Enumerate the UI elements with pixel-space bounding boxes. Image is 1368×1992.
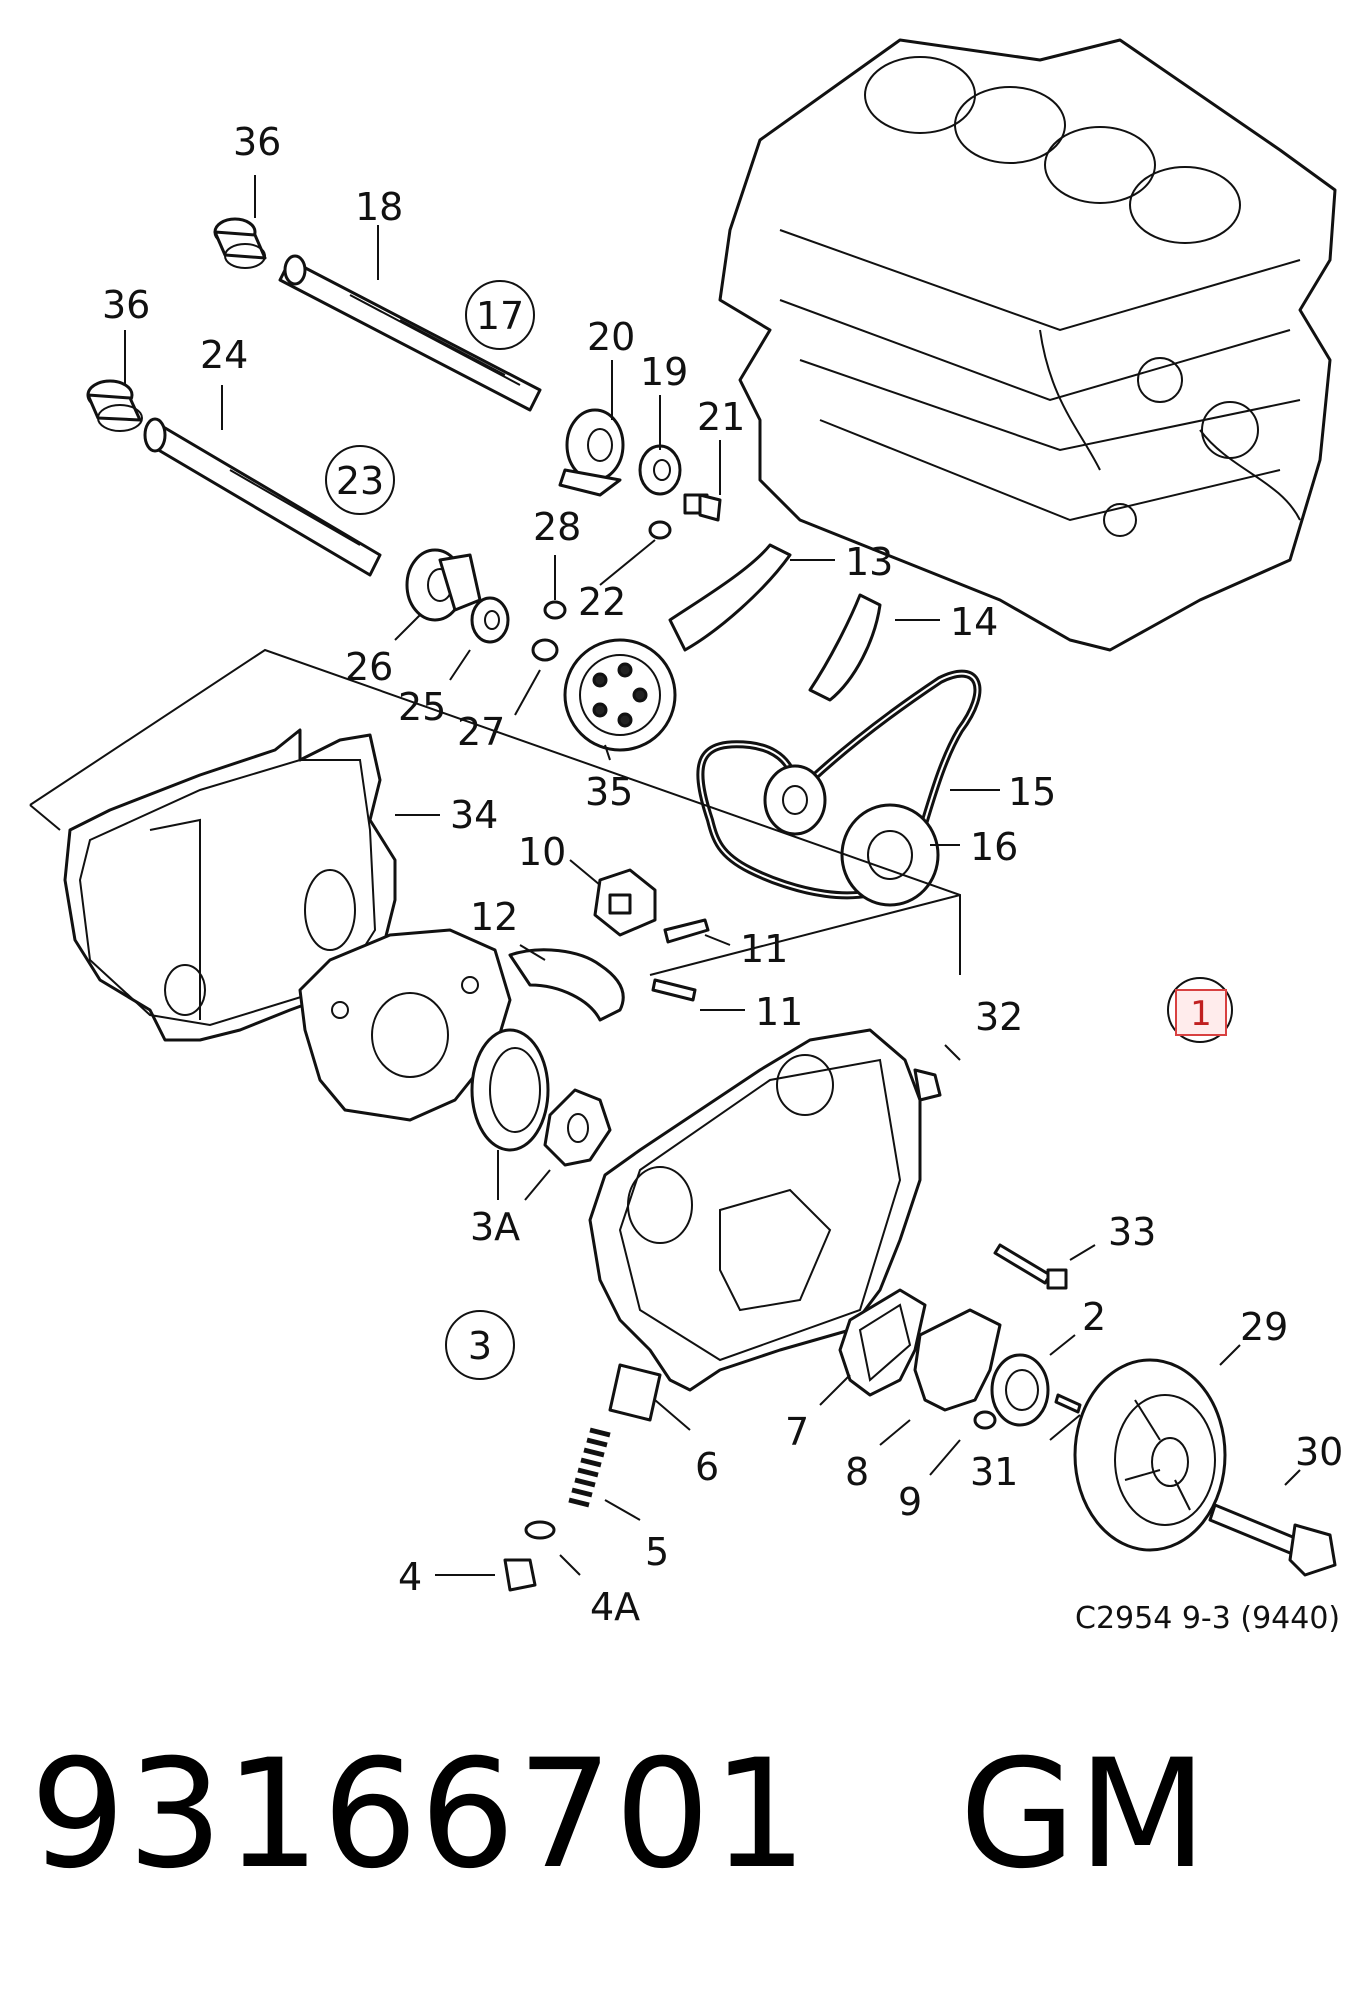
chain-guide-14 bbox=[808, 593, 882, 702]
gasket-34 bbox=[63, 728, 397, 1042]
front-cover-3 bbox=[588, 1028, 922, 1392]
gear-26 bbox=[405, 548, 482, 622]
callout-7: 7 bbox=[785, 1410, 809, 1454]
crank-seal-2 bbox=[990, 1353, 1050, 1427]
callout-27: 27 bbox=[457, 710, 505, 754]
callout-6: 6 bbox=[695, 1445, 719, 1489]
callout-21: 21 bbox=[697, 395, 745, 439]
bolt-28 bbox=[543, 600, 567, 620]
callout-4a: 4A bbox=[590, 1585, 640, 1629]
callout-26: 26 bbox=[345, 645, 393, 689]
callout-16: 16 bbox=[970, 825, 1018, 869]
chain-tensioner-10 bbox=[593, 868, 657, 937]
callout-36-upper: 36 bbox=[233, 120, 281, 164]
chain-guide-13 bbox=[668, 543, 792, 652]
oil-pump-rotor-inner-3a bbox=[543, 1088, 612, 1167]
bushing-36-lower bbox=[86, 379, 143, 432]
bolt-21 bbox=[683, 493, 722, 522]
balance-shaft-18 bbox=[278, 254, 542, 412]
leader-lines bbox=[124, 175, 1301, 1576]
callout-34: 34 bbox=[450, 793, 498, 837]
callout-5: 5 bbox=[645, 1530, 669, 1574]
callout-11-lower: 11 bbox=[755, 990, 803, 1034]
circled-callout-17: 17 bbox=[476, 294, 524, 338]
crank-bolt-30 bbox=[1208, 1503, 1337, 1577]
sprocket-19 bbox=[638, 444, 682, 496]
relief-valve-sleeve-6 bbox=[608, 1363, 662, 1422]
tensioner-guide-12 bbox=[508, 948, 625, 1022]
oil-pump-rotor-outer-3a bbox=[470, 1028, 550, 1152]
balance-shaft-24 bbox=[143, 417, 382, 577]
callout-31: 31 bbox=[970, 1450, 1018, 1494]
bolt-11-upper bbox=[663, 918, 710, 944]
bushing-36-upper bbox=[213, 217, 267, 269]
callout-20: 20 bbox=[587, 315, 635, 359]
engine-block bbox=[718, 38, 1337, 652]
callout-9: 9 bbox=[898, 1480, 922, 1524]
crank-sprocket-16 bbox=[840, 803, 940, 907]
woodruff-key-31 bbox=[1054, 1393, 1082, 1414]
gasket-7 bbox=[838, 1288, 927, 1397]
callout-12: 12 bbox=[470, 895, 518, 939]
sprocket-25 bbox=[470, 596, 510, 644]
bolt-22 bbox=[648, 520, 672, 540]
callout-33: 33 bbox=[1108, 1210, 1156, 1254]
highlighted-callout-1: 1 bbox=[1167, 977, 1233, 1043]
crank-pulley-29 bbox=[1073, 1358, 1227, 1552]
callout-10: 10 bbox=[518, 830, 566, 874]
cover-plate-8 bbox=[913, 1308, 1002, 1412]
plug-4 bbox=[503, 1558, 537, 1592]
timing-chain-15 bbox=[696, 669, 982, 900]
callout-2: 2 bbox=[1082, 1295, 1106, 1339]
callout-36-lower: 36 bbox=[102, 283, 150, 327]
circled-callouts: 17 23 3 bbox=[325, 280, 535, 1380]
bolt-27 bbox=[531, 638, 559, 662]
callout-4: 4 bbox=[398, 1555, 422, 1599]
callout-24: 24 bbox=[200, 333, 248, 377]
gear-20 bbox=[558, 408, 625, 497]
part-number: 93166701 bbox=[30, 1728, 810, 1902]
callout-11-upper: 11 bbox=[740, 927, 788, 971]
circled-callout-23: 23 bbox=[336, 459, 384, 503]
callout-18: 18 bbox=[355, 185, 403, 229]
callout-3a: 3A bbox=[470, 1205, 520, 1249]
brand-name: GM bbox=[959, 1728, 1210, 1902]
oil-pump-housing bbox=[298, 928, 512, 1122]
callout-22: 22 bbox=[578, 580, 626, 624]
callout-15: 15 bbox=[1008, 770, 1056, 814]
bolt-11-lower bbox=[651, 978, 697, 1002]
diagram-reference-code: C2954 9-3 (9440) bbox=[1075, 1601, 1340, 1636]
callout-35: 35 bbox=[585, 770, 633, 814]
washer-4a bbox=[524, 1520, 556, 1540]
callout-29: 29 bbox=[1240, 1305, 1288, 1349]
highlighted-callout-label: 1 bbox=[1190, 994, 1212, 1034]
crank-sprocket-35 bbox=[563, 638, 677, 752]
group-bracket bbox=[29, 648, 961, 976]
callout-28: 28 bbox=[533, 505, 581, 549]
relief-valve-spring-5 bbox=[568, 1427, 611, 1508]
callout-25: 25 bbox=[398, 685, 446, 729]
callout-13: 13 bbox=[845, 540, 893, 584]
bolt-33 bbox=[993, 1243, 1068, 1290]
callout-32: 32 bbox=[975, 995, 1023, 1039]
callout-14: 14 bbox=[950, 600, 998, 644]
circled-callout-3: 3 bbox=[468, 1324, 492, 1368]
bolt-32 bbox=[913, 1068, 942, 1102]
callout-30: 30 bbox=[1295, 1430, 1343, 1474]
callout-labels: 36 18 36 24 20 19 21 28 22 13 14 26 25 2… bbox=[102, 120, 1343, 1629]
callout-8: 8 bbox=[845, 1450, 869, 1494]
callout-19: 19 bbox=[640, 350, 688, 394]
bolt-9 bbox=[973, 1410, 997, 1430]
